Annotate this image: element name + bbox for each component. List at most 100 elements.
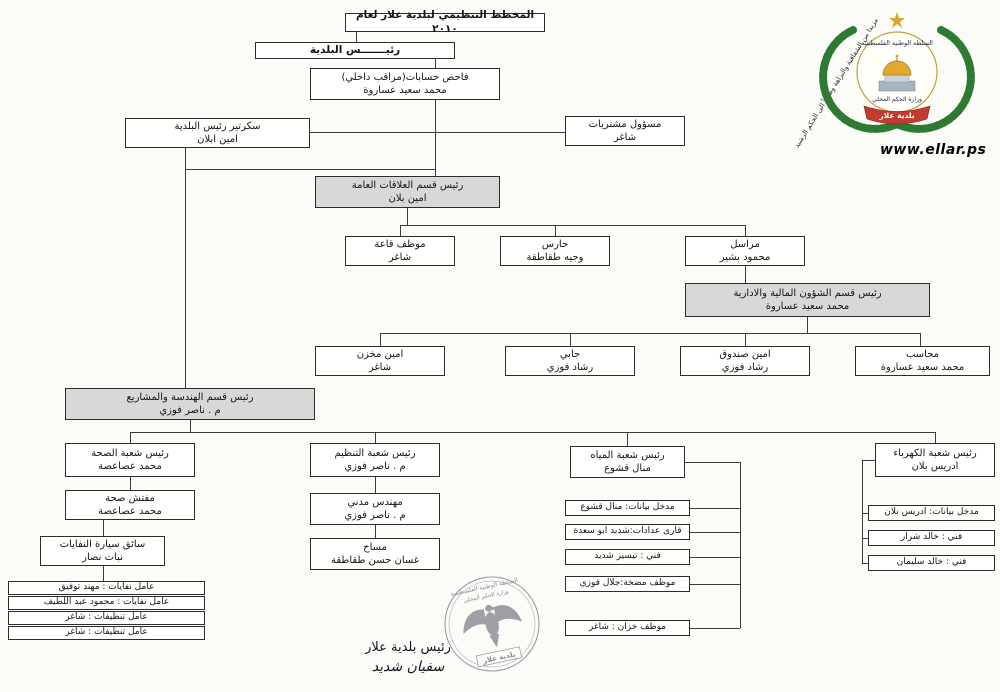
connector-line <box>380 333 920 334</box>
connector-line <box>400 225 401 236</box>
connector-line <box>862 513 868 514</box>
chart-title: المخطط التنظيمي لبلدية علار لعام ٢٠١٠ <box>355 8 535 35</box>
connector-line <box>690 508 740 509</box>
eagle-icon <box>463 604 523 648</box>
node-hall-employee-title: موظف قاعة <box>374 239 426 250</box>
node-surveyor: مساح غسان حسن طقاطقة <box>310 538 440 570</box>
node-meter-reader: قارى عدادات:شديد ابو سعدة <box>565 524 690 540</box>
node-hall-employee: موظف قاعة شاغر <box>345 236 455 266</box>
node-civil-engineer-title: مهندس مدني <box>347 497 403 508</box>
node-water-technician-label: فني : تيسير شديد <box>594 551 661 562</box>
connector-line <box>375 525 376 538</box>
node-waste-worker-2-label: عامل نفايات : محمود عبد اللطيف <box>43 597 170 608</box>
connector-line <box>400 225 745 226</box>
node-electricity-head: رئيس شعبة الكهرباء ادريس بلان <box>875 443 995 477</box>
connector-line <box>310 132 565 133</box>
node-auditor: فاحص حسابات(مراقب داخلي) محمد سعيد عسارو… <box>310 68 500 100</box>
node-electricity-tech-2: فني : خالد سليمان <box>868 555 995 571</box>
node-finance-admin-head-title: رئيس قسم الشؤون المالية والادارية <box>733 288 882 299</box>
node-messenger-title: مراسل <box>730 239 760 250</box>
node-waste-worker-1-label: عامل نفايات : مهند توفيق <box>58 582 155 593</box>
node-auditor-title: فاحص حسابات(مراقب داخلي) <box>341 72 469 83</box>
node-secretary: سكرتير رئيس البلدية امين ابلان <box>125 118 310 148</box>
connector-line <box>745 333 746 346</box>
node-engineering-head-name: م . ناصر فوزي <box>159 405 221 416</box>
node-tank-operator-label: موظف خزان : شاغر <box>588 622 667 633</box>
connector-line <box>920 333 921 346</box>
node-mayor-title: رئيـــــــس البلدية <box>309 43 401 56</box>
node-cleaner-1: عامل تنظيفات : شاغر <box>8 611 205 625</box>
node-treasurer: امين صندوق رشاد فوزي <box>680 346 810 376</box>
node-collector-name: رشاد فوزي <box>546 362 594 373</box>
node-waste-worker-2: عامل نفايات : محمود عبد اللطيف <box>8 596 205 610</box>
connector-line <box>685 462 740 463</box>
node-surveyor-title: مساح <box>363 542 387 553</box>
stamp-outer-ring <box>444 576 540 672</box>
node-electricity-data-entry: مدخل بيانات: ادريس بلان <box>868 505 995 521</box>
connector-line <box>375 477 376 493</box>
node-collector: جابي رشاد فوزي <box>505 346 635 376</box>
node-hall-employee-name: شاغر <box>388 252 412 263</box>
emblem-municipality-text: بلدية علار <box>878 111 915 120</box>
node-secretary-title: سكرتير رئيس البلدية <box>174 121 261 132</box>
connector-line <box>862 460 875 461</box>
node-water-head-name: منال قشوع <box>604 463 651 474</box>
node-engineering-head-title: رئيس قسم الهندسة والمشاريع <box>126 392 254 403</box>
node-water-data-entry: مدخل بيانات: منال قشوع <box>565 500 690 516</box>
connector-line <box>862 563 868 564</box>
signature-name: سفيان شديد <box>371 659 445 675</box>
connector-line <box>862 538 868 539</box>
dome-of-rock-icon <box>878 54 916 92</box>
node-pump-operator: موظف مضخة:جلال فوزي <box>565 576 690 592</box>
emblem-ministry-text: وزارة الحكم المحلي <box>872 96 922 103</box>
connector-line <box>690 532 740 533</box>
node-storekeeper-name: شاغر <box>368 362 392 373</box>
connector-line <box>380 333 381 346</box>
node-purchasing: مسؤول مشتريات شاغر <box>565 116 685 146</box>
official-stamp: السلطة الوطنية الفلسطينية وزارة الحكم ال… <box>444 576 540 672</box>
connector-line <box>185 148 186 388</box>
node-accountant-name: محمد سعيد عساروة <box>880 362 965 373</box>
connector-line <box>190 420 191 432</box>
connector-line <box>740 462 741 628</box>
node-collector-title: جابي <box>559 349 581 360</box>
node-cleaner-2: عامل تنظيفات : شاغر <box>8 626 205 640</box>
connector-line <box>862 460 863 563</box>
signature-block: رئيس بلدية علار سفيان شديد <box>348 640 468 675</box>
node-electricity-tech-1-label: فني : خالد شرار <box>900 532 963 543</box>
node-electricity-tech-1: فني : خالد شرار <box>868 530 995 546</box>
node-finance-admin-head: رئيس قسم الشؤون المالية والادارية محمد س… <box>685 283 930 317</box>
municipality-emblem: مزيدا من الشفافية والنزاهة وصولاً الى ال… <box>792 12 975 149</box>
node-finance-admin-head-name: محمد سعيد عساروة <box>765 301 850 312</box>
node-pr-head-title: رئيس قسم العلاقات العامة <box>351 180 464 191</box>
node-electricity-head-title: رئيس شعبة الكهرباء <box>893 448 977 459</box>
node-planning-head-title: رئيس شعبة التنظيم <box>334 448 416 459</box>
connector-line <box>375 432 376 443</box>
website-text: www.ellar.ps <box>880 142 987 158</box>
node-civil-engineer-name: م . ناصر فوزي <box>344 510 406 521</box>
connector-line <box>130 477 131 490</box>
node-messenger: مراسل محمود بشير <box>685 236 805 266</box>
node-secretary-name: امين ابلان <box>197 134 238 145</box>
node-treasurer-name: رشاد فوزي <box>721 362 769 373</box>
node-engineering-head: رئيس قسم الهندسة والمشاريع م . ناصر فوزي <box>65 388 315 420</box>
node-planning-head-name: م . ناصر فوزي <box>344 461 406 472</box>
node-water-technician: فني : تيسير شديد <box>565 549 690 565</box>
node-civil-engineer: مهندس مدني م . ناصر فوزي <box>310 493 440 525</box>
node-water-data-entry-label: مدخل بيانات: منال قشوع <box>580 502 675 513</box>
node-surveyor-name: غسان حسن طقاطقة <box>330 555 420 566</box>
node-health-head-name: محمد عصاعصة <box>98 461 162 472</box>
connector-line <box>130 432 935 433</box>
node-purchasing-name: شاغر <box>613 132 637 143</box>
connector-line <box>555 225 556 236</box>
node-cleaner-1-label: عامل تنظيفات : شاغر <box>65 612 148 623</box>
node-accountant-title: محاسب <box>905 349 940 360</box>
signature-title: رئيس بلدية علار <box>365 640 451 655</box>
node-storekeeper-title: امين مخزن <box>356 349 404 360</box>
connector-line <box>570 333 571 346</box>
connector-line <box>435 100 436 176</box>
node-accountant: محاسب محمد سعيد عساروة <box>855 346 990 376</box>
node-electricity-tech-2-label: فني : خالد سليمان <box>896 557 967 568</box>
connector-line <box>745 266 746 283</box>
